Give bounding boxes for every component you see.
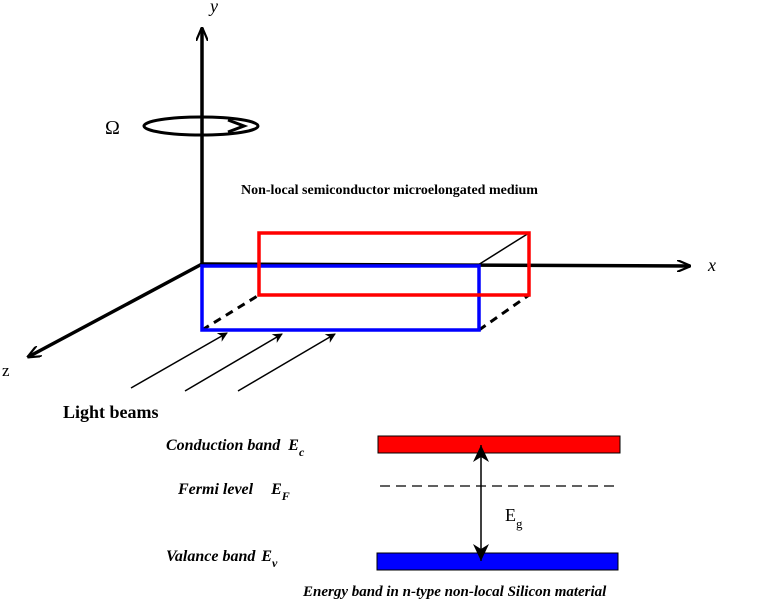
omega-label: Ω [105, 117, 120, 139]
light-beams-label: Light beams [63, 402, 159, 422]
z-axis [28, 262, 203, 357]
box-connector-top [477, 232, 530, 266]
gap-label: Eg [505, 505, 523, 531]
blue-box [200, 264, 481, 332]
valence-band-bar [376, 552, 619, 571]
box-connector-bottom-left [201, 293, 260, 332]
y-axis-label: y [208, 0, 218, 16]
light-beam-2 [184, 333, 283, 392]
red-box [257, 231, 531, 297]
light-beam-3 [237, 333, 336, 392]
x-axis-label: x [707, 255, 716, 275]
figure-caption: Energy band in n-type non-local Silicon … [302, 584, 607, 600]
gap-arrowhead-bottom [473, 544, 489, 561]
conduction-band-bar [377, 435, 621, 454]
box-connector-bottom-right [478, 293, 530, 332]
medium-label: Non-local semiconductor microelongated m… [241, 183, 538, 198]
gap-arrowhead-top [473, 445, 489, 462]
light-beam-1 [130, 332, 228, 389]
rotation-ellipse [142, 115, 260, 137]
rotation-arrowhead [227, 118, 249, 134]
z-axis-label: z [2, 361, 10, 380]
